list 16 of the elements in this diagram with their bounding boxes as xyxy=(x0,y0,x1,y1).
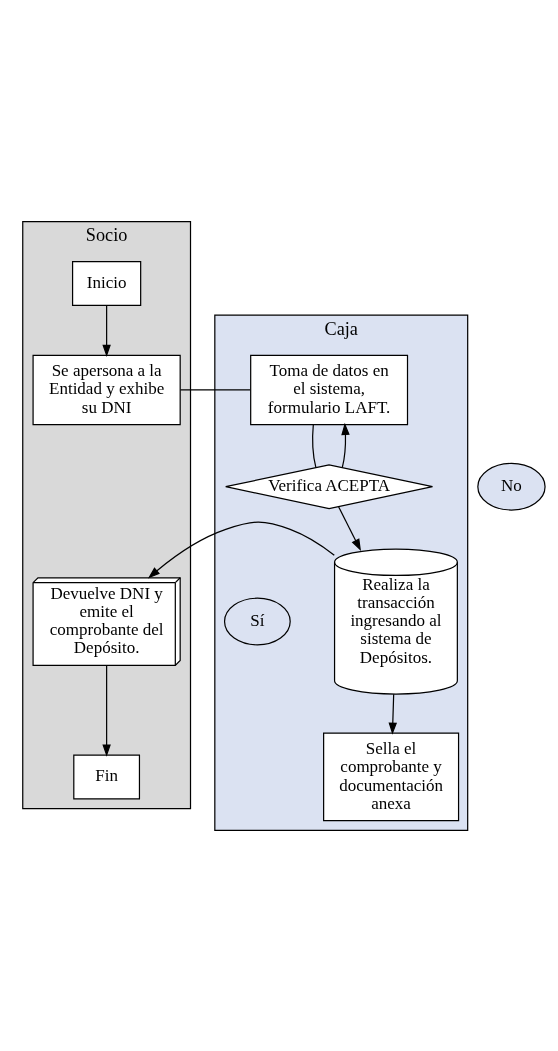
arrow xyxy=(102,304,111,357)
arrow xyxy=(102,664,111,757)
connector xyxy=(179,388,251,391)
node-ellipse: Sí xyxy=(223,597,291,645)
arrow xyxy=(338,505,361,551)
node-box: Inicio xyxy=(72,260,142,306)
arrow xyxy=(147,521,335,578)
node-ellipse: No xyxy=(477,462,546,511)
node-box: Sella el comprobante y documentación anexa xyxy=(323,732,460,821)
node-box: Se apersona a la Entidad y exhibe su DNI xyxy=(32,354,181,425)
connector xyxy=(312,423,317,468)
node-box: Toma de datos en el sistema, formulario LAFT. xyxy=(250,354,409,425)
node-box: Fin xyxy=(73,753,141,799)
node-diamond: Verifica ACEPTA xyxy=(225,463,434,509)
arrow xyxy=(341,422,350,468)
arrow xyxy=(388,693,398,735)
